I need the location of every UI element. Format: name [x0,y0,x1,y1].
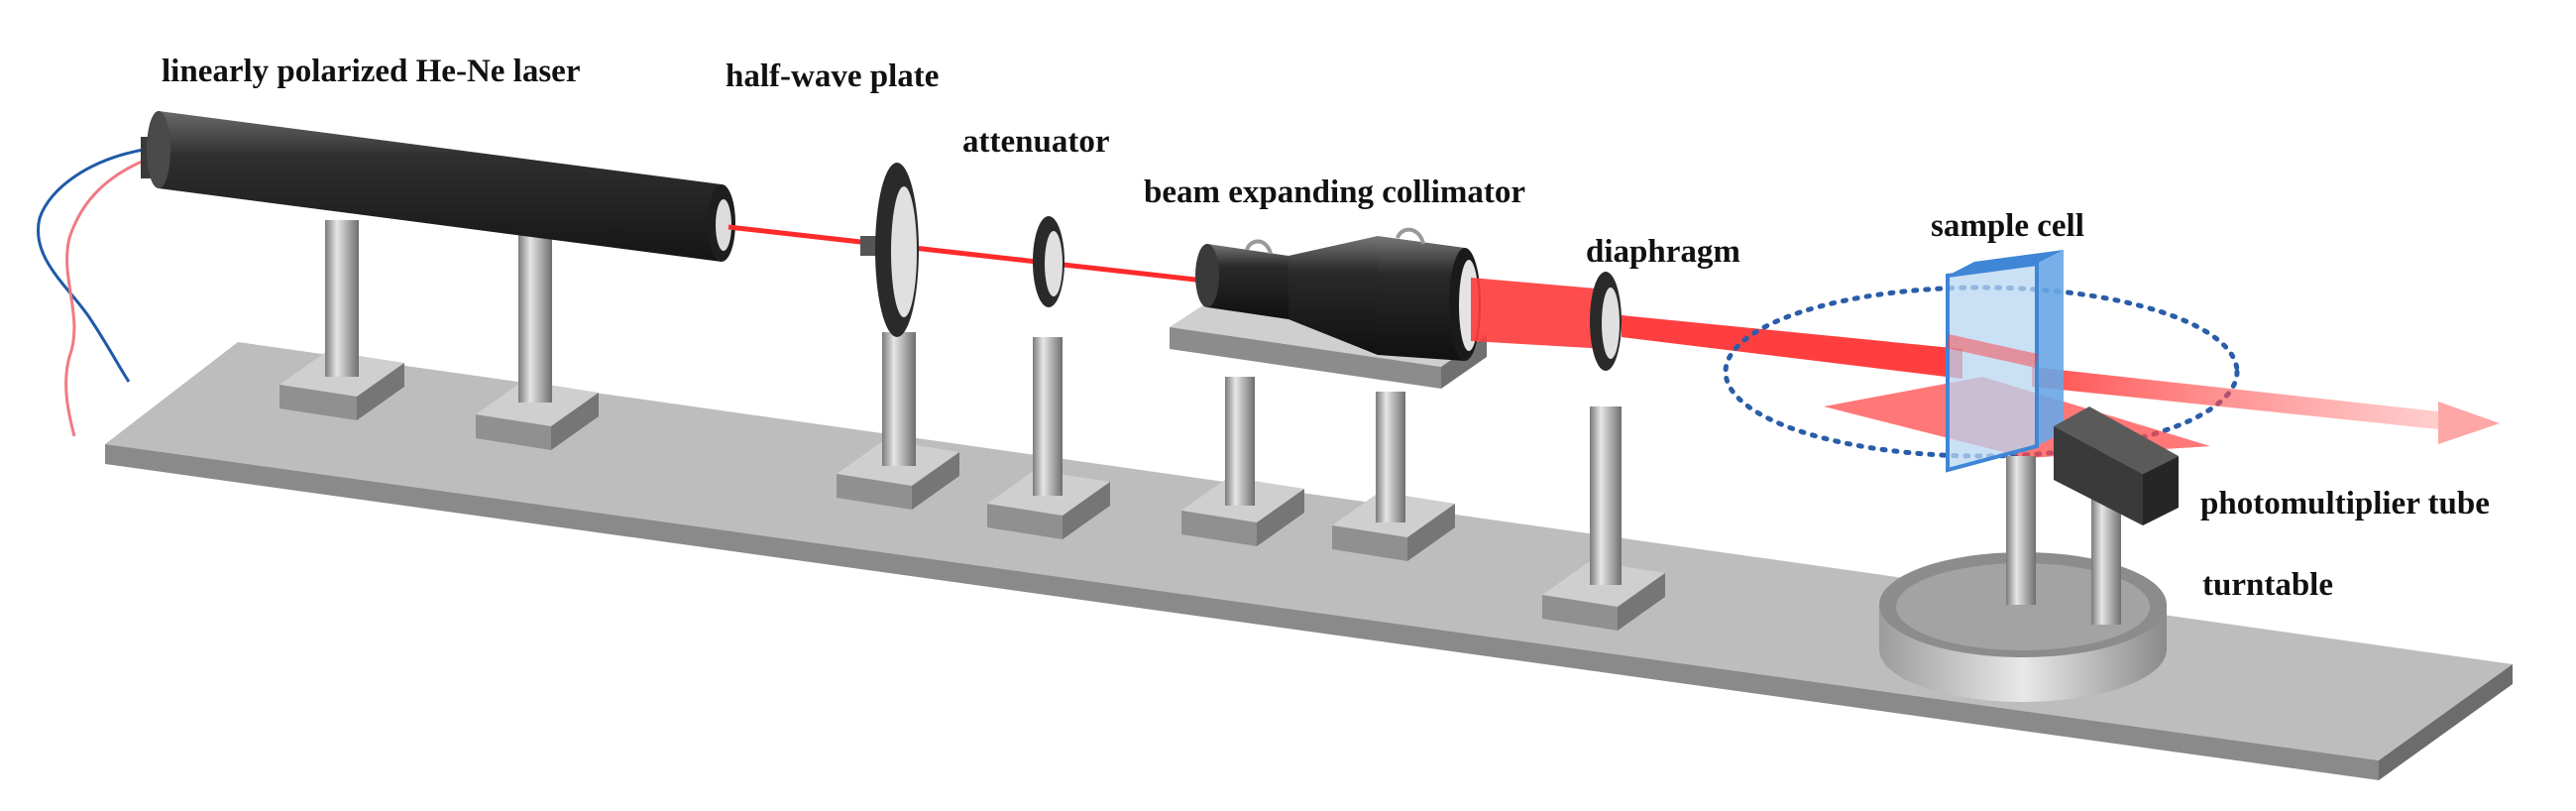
label-laser: linearly polarized He-Ne laser [162,54,580,89]
laser-mount-1 [280,220,404,420]
label-collimator: beam expanding collimator [1144,174,1525,210]
sample-cell [1946,250,2064,473]
he-ne-laser [141,111,735,262]
transmitted-beam [2032,367,2500,444]
sample-cell-post [2006,456,2036,605]
half-wave-plate [837,163,959,510]
optical-bench [105,342,2513,780]
laser-wires [37,147,150,437]
diaphragm [1542,272,1665,631]
label-turntable: turntable [2202,567,2333,603]
label-photomultiplier-tube: photomultiplier tube [2200,486,2490,521]
laser-beam [728,224,1205,284]
label-diaphragm: diaphragm [1586,234,1740,270]
labels: linearly polarized He-Ne laser half-wave… [162,54,2490,603]
photomultiplier-tube [2054,406,2179,625]
expanded-beam [1471,278,1608,349]
label-attenuator: attenuator [962,124,1109,160]
narrow-beam [1622,315,1962,379]
label-half-wave-plate: half-wave plate [726,58,939,94]
beam-expanding-collimator [1170,227,1487,561]
laser-mount-2 [476,234,599,450]
attenuator [987,216,1110,539]
label-sample-cell: sample cell [1931,208,2084,244]
